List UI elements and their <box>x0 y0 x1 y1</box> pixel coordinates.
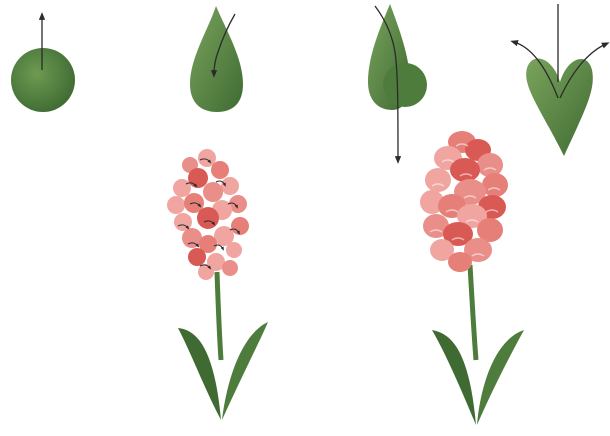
right-leaf-shape <box>477 330 524 425</box>
heart-leaf-shape <box>526 59 593 156</box>
florets <box>167 149 249 280</box>
stem <box>470 265 476 360</box>
side-circle-shape <box>383 63 427 107</box>
hyacinth-finished <box>420 131 524 425</box>
green-teardrop-shape <box>190 6 243 112</box>
green-circle-shape <box>11 48 75 112</box>
step-heart-leaf-stroke <box>514 4 606 156</box>
hyacinth-stroke-guide <box>167 149 268 420</box>
left-leaf-shape <box>432 330 476 425</box>
ruffled-blossoms <box>420 131 508 272</box>
step-circle-stroke <box>11 16 75 112</box>
step-combined-stroke <box>368 4 427 160</box>
stem <box>217 272 221 360</box>
left-leaf-shape <box>178 328 221 420</box>
right-leaf-shape <box>222 322 268 420</box>
step-teardrop-stroke <box>190 6 243 112</box>
